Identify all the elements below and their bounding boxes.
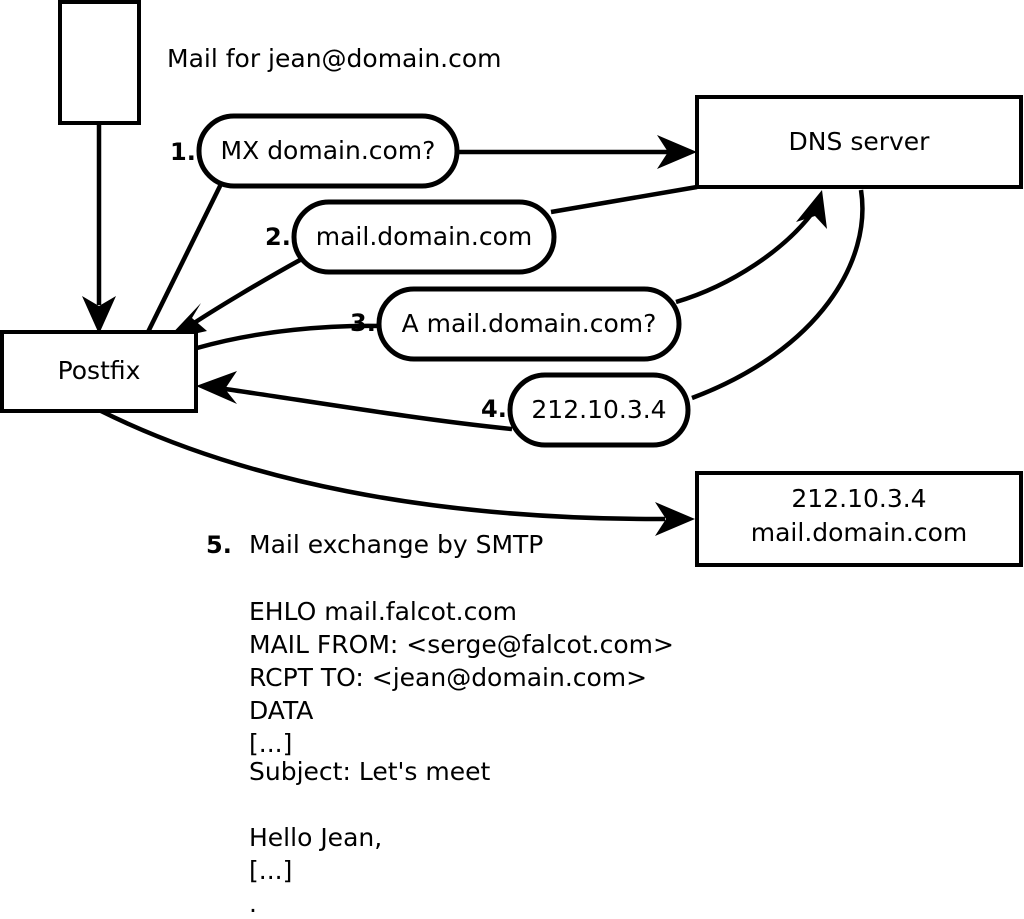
smtp-line-7: Hello Jean, (249, 823, 382, 852)
connector-line (224, 386, 513, 432)
dns-server-label: DNS server (789, 127, 931, 156)
connector-line (196, 323, 383, 351)
connector-line (186, 258, 302, 329)
connector-line (675, 206, 818, 305)
arrow-head-icon (655, 502, 695, 536)
connector-line (550, 184, 698, 215)
smtp-line-4: [...] (249, 729, 292, 758)
step-number-3: 3. (350, 309, 376, 337)
connector-line (100, 408, 666, 522)
bubble-step2-mx-answer[interactable]: mail.domain.com (291, 199, 557, 275)
dns-server-box[interactable] (695, 95, 1023, 189)
bubble-step2-label: mail.domain.com (316, 222, 532, 251)
bubble-box[interactable] (196, 113, 460, 189)
connector-step5-smtp (100, 408, 695, 536)
node-postfix[interactable]: Postfix (0, 330, 198, 413)
smtp-line-3: DATA (249, 696, 313, 725)
smtp-line-9: . (249, 889, 257, 918)
step-number-5: 5. (206, 531, 232, 559)
remote-mail-server-hostname: mail.domain.com (751, 518, 967, 547)
connector-step1-query (145, 135, 697, 333)
smtp-line-1: MAIL FROM: <serge@falcot.com> (249, 630, 674, 659)
arrow-head-icon (796, 190, 827, 229)
bubble-step1-mx-query[interactable]: MX domain.com? (196, 113, 460, 189)
bubble-step1-label: MX domain.com? (221, 136, 436, 165)
node-dns-server[interactable]: DNS server (695, 95, 1023, 189)
step-number-4: 4. (481, 395, 507, 423)
arrow-head-icon (196, 371, 237, 404)
sender-client-box[interactable] (58, 0, 141, 125)
smtp-line-0: EHLO mail.falcot.com (249, 597, 517, 626)
connector-line (145, 181, 225, 333)
connector-step3-query (196, 190, 827, 351)
connector-step4-response (196, 189, 865, 432)
smtp-line-8: [...] (249, 856, 292, 885)
postfix-label: Postfix (58, 356, 141, 385)
node-remote-mail-server[interactable]: 212.10.3.4 mail.domain.com (695, 471, 1023, 567)
arrow-head-icon (82, 296, 116, 334)
bubble-box[interactable] (291, 199, 557, 275)
smtp-line-2: RCPT TO: <jean@domain.com> (249, 663, 647, 692)
node-sender-client[interactable] (58, 0, 141, 125)
bubble-step4-a-answer[interactable]: 212.10.3.4 (507, 372, 691, 448)
bubble-step4-label: 212.10.3.4 (531, 395, 666, 424)
remote-mail-server-ip: 212.10.3.4 (791, 484, 926, 513)
connector-client-to-postfix (82, 123, 116, 334)
step5-label: Mail exchange by SMTP (249, 530, 543, 559)
mail-for-caption: Mail for jean@domain.com (167, 44, 502, 73)
smtp-transcript: EHLO mail.falcot.com MAIL FROM: <serge@f… (249, 597, 674, 918)
postfix-box[interactable] (0, 330, 198, 413)
step-number-2: 2. (265, 223, 291, 251)
connector-line (691, 189, 865, 401)
bubble-step3-a-query[interactable]: A mail.domain.com? (376, 286, 682, 362)
smtp-line-5: Subject: Let's meet (249, 757, 490, 786)
bubble-box[interactable] (507, 372, 691, 448)
bubble-box[interactable] (376, 286, 682, 362)
remote-mail-server-box[interactable] (695, 471, 1023, 567)
bubble-step3-label: A mail.domain.com? (402, 309, 657, 338)
step-number-1: 1. (170, 138, 196, 166)
arrow-head-icon (657, 135, 697, 169)
